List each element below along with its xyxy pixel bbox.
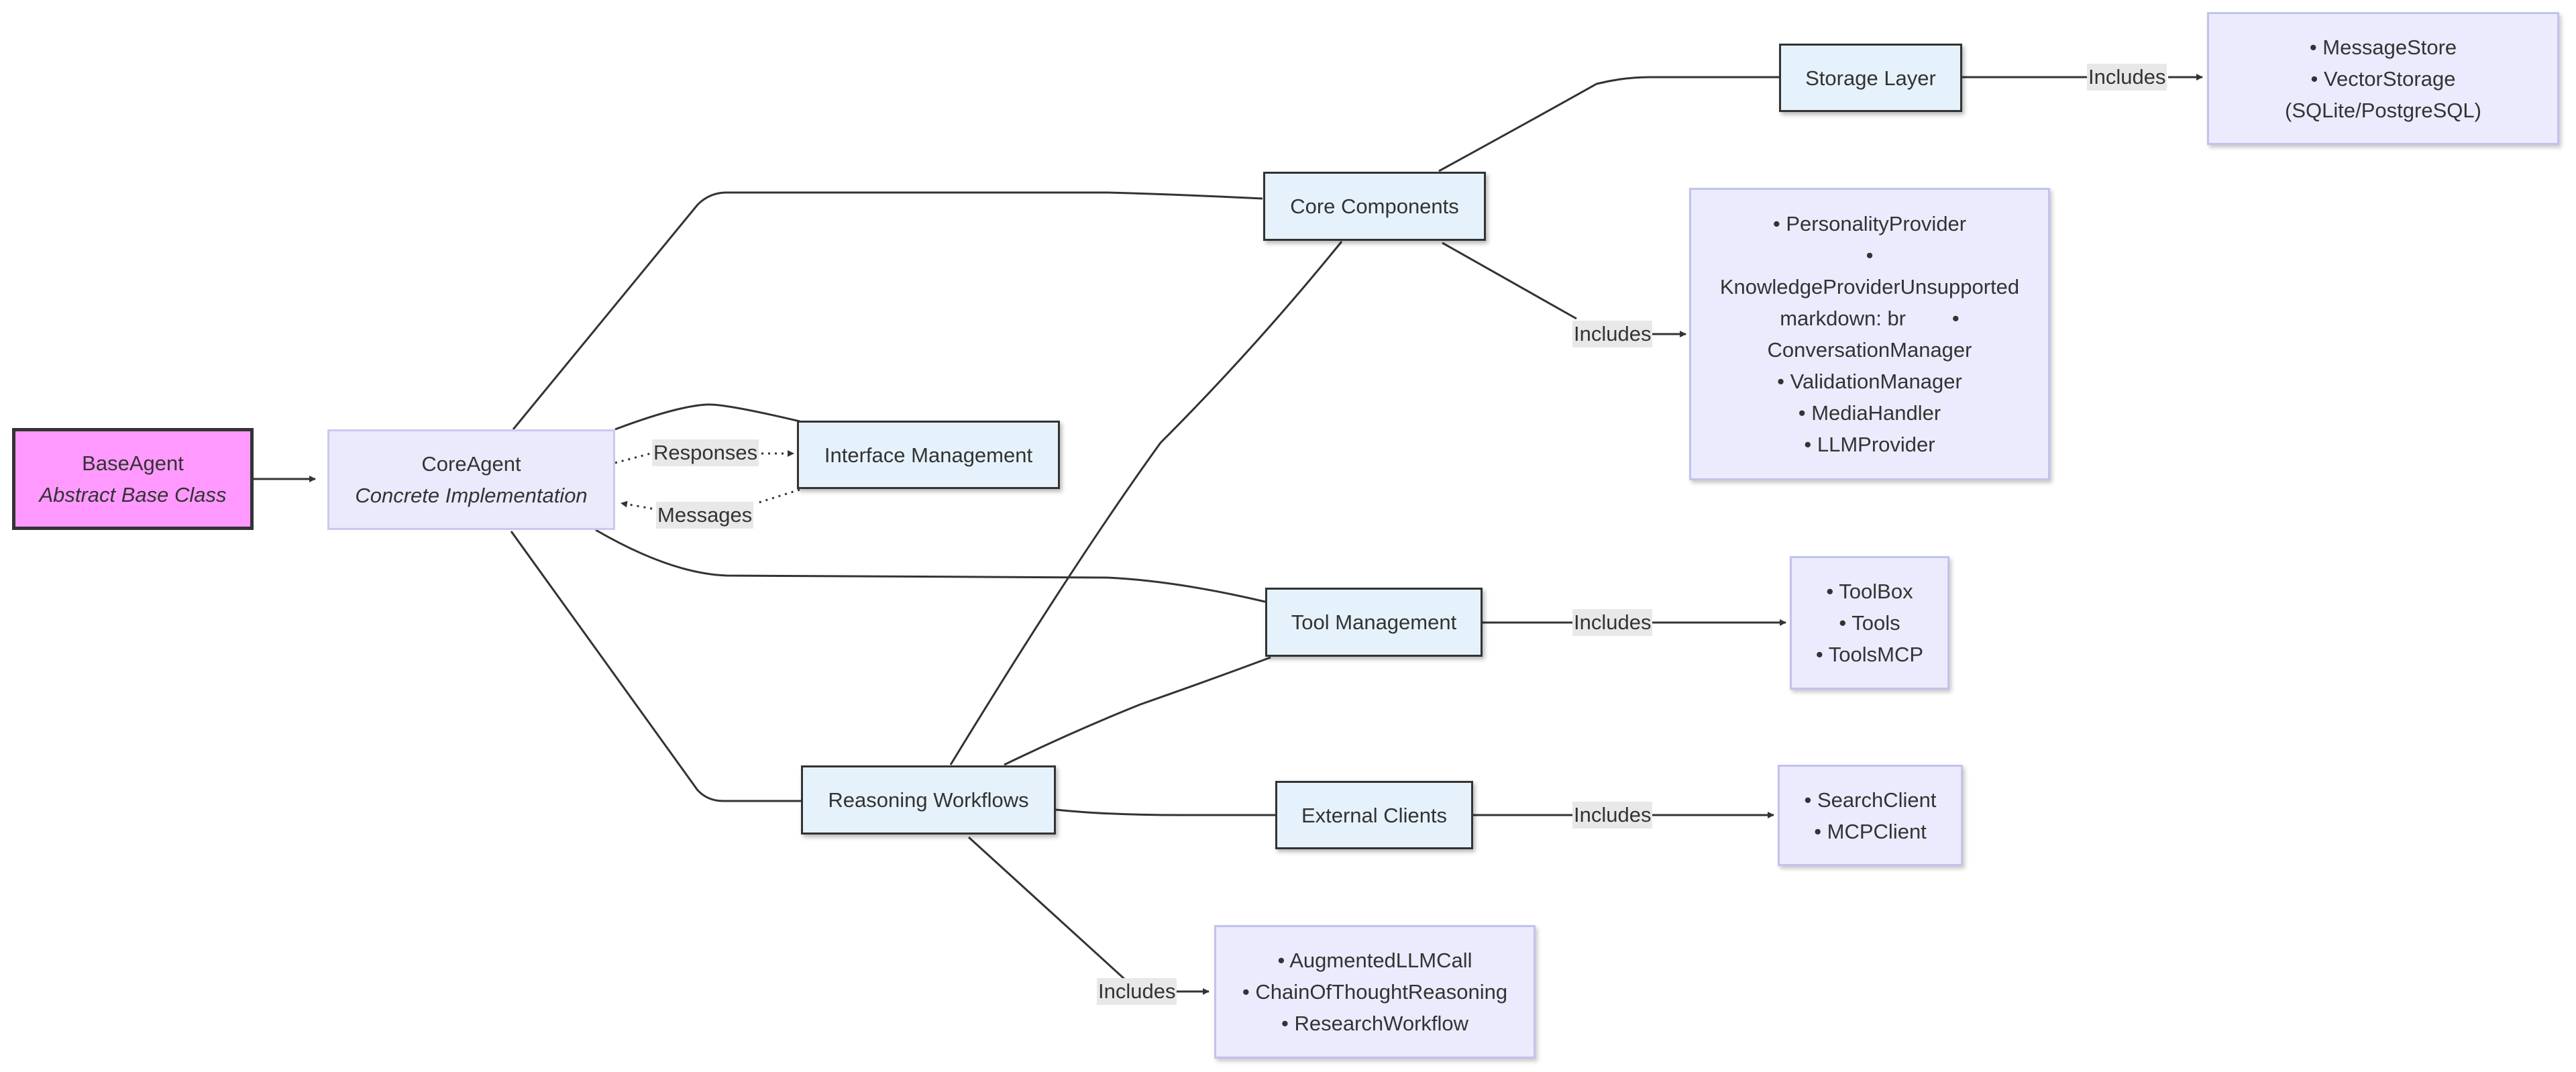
workflows-includes-box: • AugmentedLLMCall • ChainOfThoughtReaso… <box>1214 925 1536 1059</box>
list-item: (SQLite/PostgreSQL) <box>2285 98 2481 122</box>
interface-management-node: Interface Management <box>797 421 1060 489</box>
list-item: • <box>1866 244 1874 267</box>
list-item: • MCPClient <box>1814 819 1927 843</box>
edge-label-messages: Messages <box>656 502 754 529</box>
list-item: • ToolsMCP <box>1815 643 1924 666</box>
core-components-label: Core Components <box>1290 195 1459 218</box>
tool-management-node: Tool Management <box>1265 588 1483 657</box>
edge-label-includes-workflows: Includes <box>1097 978 1177 1005</box>
list-item: • MediaHandler <box>1798 401 1941 425</box>
list-item: markdown: br • <box>1780 307 1960 330</box>
list-item: • PersonalityProvider <box>1772 212 1967 235</box>
list-item: KnowledgeProviderUnsupported <box>1719 275 2020 299</box>
list-item: • AugmentedLLMCall <box>1277 949 1472 972</box>
storage-layer-label: Storage Layer <box>1805 66 1936 90</box>
core-agent-node: CoreAgent Concrete Implementation <box>327 429 615 530</box>
edge-corecomponents-to-storage <box>1438 76 1779 172</box>
components-includes-box: • PersonalityProvider • KnowledgeProvide… <box>1689 188 2050 480</box>
base-agent-node: BaseAgent Abstract Base Class <box>12 428 254 530</box>
list-item: • ChainOfThoughtReasoning <box>1242 980 1508 1004</box>
edge-reasoning-to-corecomponents <box>949 241 1343 765</box>
core-agent-subtitle: Concrete Implementation <box>355 484 588 507</box>
base-agent-name: BaseAgent <box>82 451 184 475</box>
tool-management-label: Tool Management <box>1291 610 1457 634</box>
list-item: • ToolBox <box>1826 580 1913 603</box>
edge-reasoning-includes <box>967 836 1126 981</box>
edge-corecomponents-includes <box>1442 242 1577 320</box>
storage-includes-box: • MessageStore • VectorStorage (SQLite/P… <box>2207 12 2559 145</box>
list-item: • MessageStore <box>2309 35 2457 59</box>
reasoning-workflows-label: Reasoning Workflows <box>828 788 1029 812</box>
edge-core-to-corecomponents <box>512 191 1263 430</box>
clients-includes-box: • SearchClient • MCPClient <box>1778 765 1963 866</box>
edge-label-responses: Responses <box>652 439 759 466</box>
list-item: • Tools <box>1839 611 1900 635</box>
edge-label-includes-components: Includes <box>1572 321 1653 347</box>
list-item: • LLMProvider <box>1804 433 1935 456</box>
edge-reasoning-to-external <box>1055 808 1275 816</box>
edge-core-to-interface <box>614 403 800 431</box>
list-item: • SearchClient <box>1804 788 1937 812</box>
list-item: • ValidationManager <box>1777 370 1962 393</box>
list-item: ConversationManager <box>1767 338 1972 362</box>
edge-label-includes-clients: Includes <box>1572 802 1653 828</box>
edge-responses-dotted <box>614 452 651 464</box>
edge-core-to-reasoning <box>510 531 801 802</box>
external-clients-node: External Clients <box>1275 781 1473 849</box>
edge-messages-dotted-arrow <box>621 500 659 511</box>
edge-label-includes-tools: Includes <box>1572 609 1653 636</box>
storage-layer-node: Storage Layer <box>1779 44 1962 112</box>
edge-core-to-toolmgmt <box>595 529 1266 603</box>
edge-messages-dotted <box>756 488 800 504</box>
external-clients-label: External Clients <box>1301 803 1448 827</box>
edge-label-includes-storage: Includes <box>2087 64 2167 91</box>
core-agent-name: CoreAgent <box>421 452 521 476</box>
list-item: • ResearchWorkflow <box>1281 1012 1469 1035</box>
edge-reasoning-to-toolmgmt <box>1004 656 1271 766</box>
reasoning-workflows-node: Reasoning Workflows <box>801 765 1056 835</box>
base-agent-subtitle: Abstract Base Class <box>39 483 227 506</box>
interface-management-label: Interface Management <box>824 443 1033 467</box>
list-item: • VectorStorage <box>2310 66 2456 91</box>
core-components-node: Core Components <box>1263 172 1486 241</box>
tools-includes-box: • ToolBox • Tools • ToolsMCP <box>1790 556 1949 690</box>
